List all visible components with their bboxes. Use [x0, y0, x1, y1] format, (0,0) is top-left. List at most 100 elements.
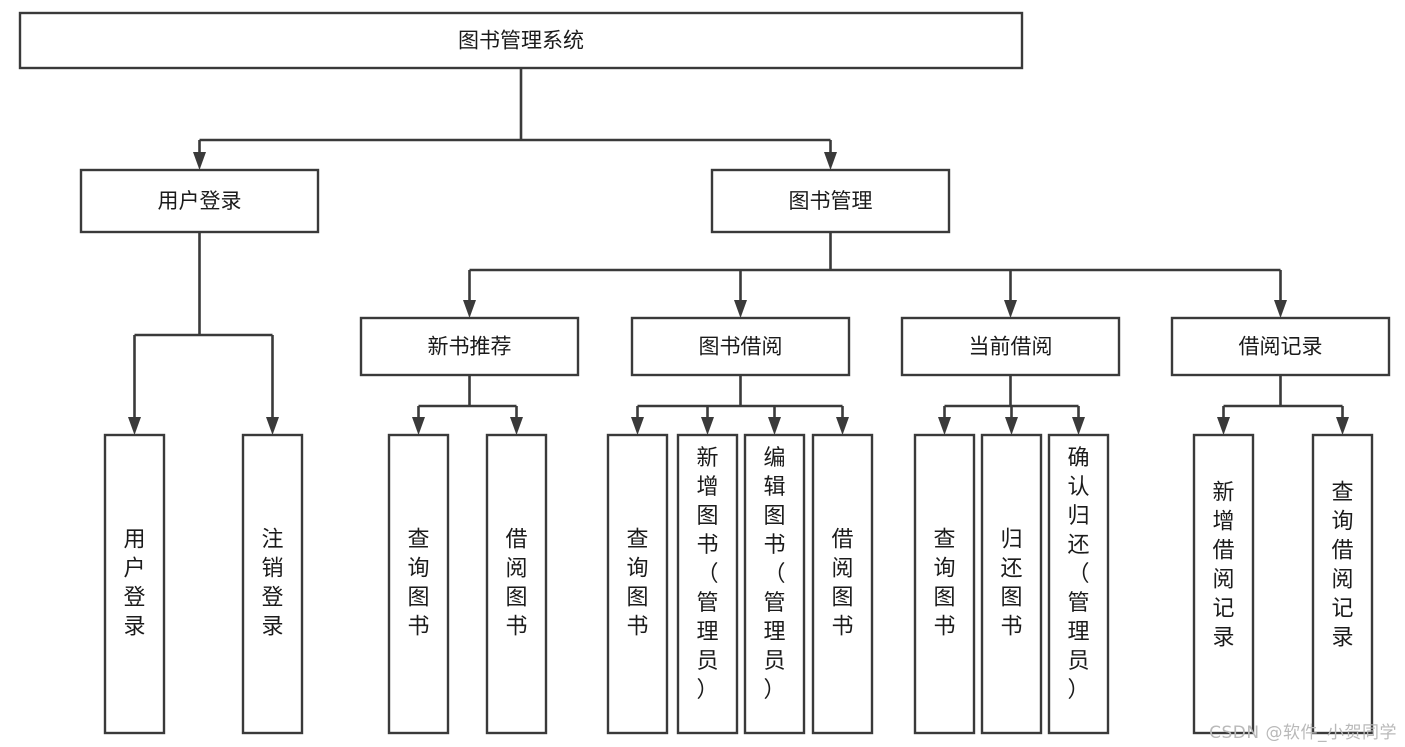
- node-leaf-confirm-return-box[interactable]: [1047, 433, 1110, 735]
- node-leaf-confirm-return-label-char: 还: [1067, 533, 1089, 558]
- connector-arrow: [193, 140, 206, 170]
- node-leaf-confirm-return-label-char: 员: [1067, 649, 1089, 674]
- node-user-login[interactable]: 用户登录: [79, 168, 320, 234]
- node-leaf-add-book-label-char: ）: [696, 678, 718, 703]
- edge-group: [412, 375, 523, 435]
- node-user-login-box[interactable]: [79, 168, 320, 234]
- node-leaf-add-book-label-char: 书: [696, 533, 718, 558]
- node-book-borrow-label: 图书借阅: [699, 335, 783, 359]
- node-new-book-rec-box[interactable]: [359, 316, 580, 377]
- node-leaf-query-book-3-box[interactable]: [913, 433, 976, 735]
- node-leaf-return-book-box[interactable]: [980, 433, 1043, 735]
- connector-arrow: [266, 335, 279, 435]
- node-leaf-borrow-book-1-label-char: 阅: [505, 557, 527, 582]
- node-current-borrow[interactable]: 当前借阅: [900, 316, 1121, 377]
- edge-group: [193, 68, 837, 170]
- node-current-borrow-box[interactable]: [900, 316, 1121, 377]
- node-book-borrow[interactable]: 图书借阅: [630, 316, 851, 377]
- node-leaf-confirm-return-label-char: （: [1067, 562, 1089, 587]
- node-leaf-edit-book-label-char: 辑: [763, 475, 785, 500]
- node-leaf-add-book-box[interactable]: [676, 433, 739, 735]
- node-leaf-user-logout-label-char: 注: [261, 528, 283, 553]
- node-leaf-query-book-3-label-char: 查: [933, 528, 955, 553]
- edge-group: [938, 375, 1085, 435]
- node-leaf-borrow-book-2-box[interactable]: [811, 433, 874, 735]
- node-book-manage[interactable]: 图书管理: [710, 168, 951, 234]
- node-leaf-query-book-2-label-char: 查: [626, 528, 648, 553]
- node-root[interactable]: 图书管理系统: [18, 11, 1024, 70]
- connector-arrow: [631, 406, 644, 435]
- node-leaf-add-record-box[interactable]: [1192, 433, 1255, 735]
- node-leaf-return-book-label-char: 还: [1000, 557, 1022, 582]
- node-leaf-borrow-book-1-box[interactable]: [485, 433, 548, 735]
- node-leaf-add-record-label-char: 增: [1212, 510, 1234, 535]
- node-book-borrow-box[interactable]: [630, 316, 851, 377]
- node-leaf-user-login[interactable]: 用户登录: [103, 433, 166, 735]
- node-leaf-query-book-1-box[interactable]: [387, 433, 450, 735]
- node-new-book-rec[interactable]: 新书推荐: [359, 316, 580, 377]
- node-book-manage-label: 图书管理: [789, 189, 873, 213]
- node-leaf-confirm-return-label-char: 管: [1067, 591, 1089, 616]
- node-leaf-user-login-box[interactable]: [103, 433, 166, 735]
- connector-arrow: [701, 406, 714, 435]
- node-leaf-query-record-box[interactable]: [1311, 433, 1374, 735]
- node-leaf-query-book-2-box[interactable]: [606, 433, 669, 735]
- connector-arrow: [1217, 406, 1230, 435]
- node-leaf-query-book-2-label-char: 书: [626, 615, 648, 640]
- node-book-manage-box[interactable]: [710, 168, 951, 234]
- node-leaf-user-logout-label-char: 录: [261, 615, 283, 640]
- node-leaf-user-logout-label-char: 销: [261, 557, 283, 582]
- node-leaf-query-record-label-char: 阅: [1331, 568, 1353, 593]
- node-leaf-user-login-label-char: 户: [123, 557, 145, 582]
- node-leaf-add-record-label-char: 借: [1212, 539, 1234, 564]
- node-leaf-edit-book-box[interactable]: [743, 433, 806, 735]
- node-leaf-user-logout-box[interactable]: [241, 433, 304, 735]
- edge-group: [128, 232, 279, 435]
- connector-arrow: [938, 406, 951, 435]
- node-leaf-query-record-label-char: 询: [1331, 510, 1353, 535]
- node-current-borrow-label: 当前借阅: [969, 335, 1053, 359]
- node-leaf-query-record-label-char: 查: [1331, 481, 1353, 506]
- node-leaf-query-book-1-label-char: 图: [407, 586, 429, 611]
- node-leaf-add-book-label-char: 图: [696, 504, 718, 529]
- node-leaf-user-login-label-char: 用: [123, 528, 145, 553]
- node-leaf-query-book-2-label-char: 图: [626, 586, 648, 611]
- node-leaf-return-book-label-char: 图: [1000, 586, 1022, 611]
- node-borrow-record[interactable]: 借阅记录: [1170, 316, 1391, 377]
- node-leaf-borrow-book-1-label-char: 书: [505, 615, 527, 640]
- watermark: CSDN @软件_小贺同学: [1209, 723, 1397, 743]
- node-leaf-confirm-return-label-char: 认: [1067, 475, 1089, 500]
- node-leaf-add-book-label-char: 理: [696, 620, 718, 645]
- node-leaf-borrow-book-1-label-char: 借: [505, 528, 527, 553]
- edges-layer: [128, 68, 1349, 435]
- node-root-label: 图书管理系统: [458, 29, 584, 53]
- node-leaf-user-login-label-char: 录: [123, 615, 145, 640]
- node-leaf-query-book-3-label-char: 图: [933, 586, 955, 611]
- node-root-box[interactable]: [18, 11, 1024, 70]
- node-leaf-query-book-3-label-char: 书: [933, 615, 955, 640]
- node-leaf-query-record-label-char: 借: [1331, 539, 1353, 564]
- connector-arrow: [836, 406, 849, 435]
- node-leaf-add-record-label-char: 记: [1212, 597, 1234, 622]
- node-leaf-add-record-label-char: 新: [1212, 481, 1234, 506]
- node-leaf-return-book-label-char: 归: [1000, 528, 1022, 553]
- node-new-book-rec-label: 新书推荐: [428, 335, 512, 359]
- node-borrow-record-box[interactable]: [1170, 316, 1391, 377]
- node-leaf-confirm-return-label-char: ）: [1067, 678, 1089, 703]
- node-leaf-query-record-label-char: 录: [1331, 626, 1353, 651]
- node-leaf-confirm-return-label-char: 确: [1067, 446, 1089, 471]
- node-leaf-add-book-label-char: （: [696, 562, 718, 587]
